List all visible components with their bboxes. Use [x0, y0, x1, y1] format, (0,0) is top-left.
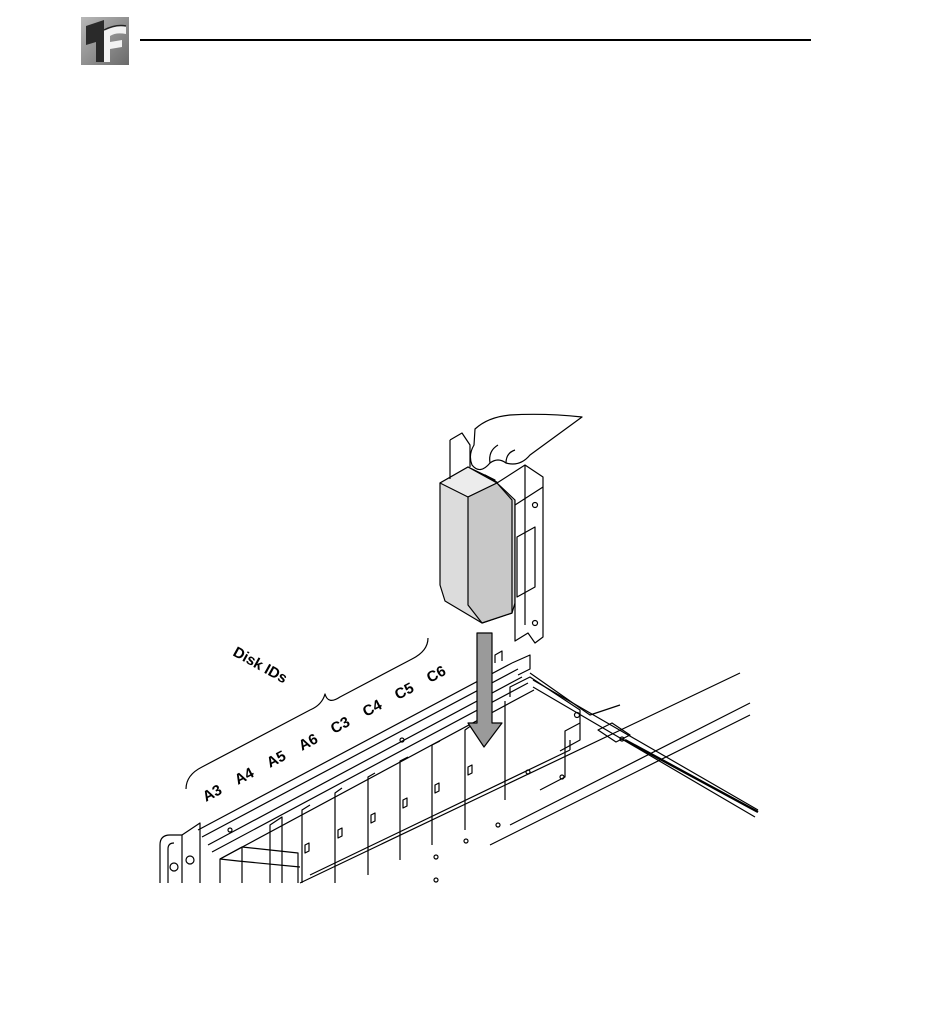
chassis-edge — [625, 740, 758, 812]
header-rule — [140, 39, 811, 41]
company-logo — [80, 16, 130, 66]
slot-label-c6: C6 — [424, 663, 449, 687]
slot-label-a3: A3 — [200, 782, 225, 806]
slot-label-c4: C4 — [360, 696, 385, 720]
slot-label-c5: C5 — [392, 680, 417, 704]
disk-ids-label: Disk IDs — [230, 644, 290, 688]
disk-install-figure: Disk IDs A3 A4 A5 A6 C3 C4 C5 C6 — [150, 405, 770, 890]
slot-label-a4: A4 — [232, 764, 257, 788]
slot-label-a6: A6 — [296, 731, 321, 755]
front-disk-carrier — [220, 847, 300, 883]
disk-drive-module — [440, 433, 543, 643]
slot-label-c3: C3 — [328, 714, 353, 738]
hand — [470, 414, 582, 469]
chassis-frame — [160, 823, 200, 883]
chassis-side — [228, 673, 758, 882]
slot-label-a5: A5 — [264, 748, 289, 772]
